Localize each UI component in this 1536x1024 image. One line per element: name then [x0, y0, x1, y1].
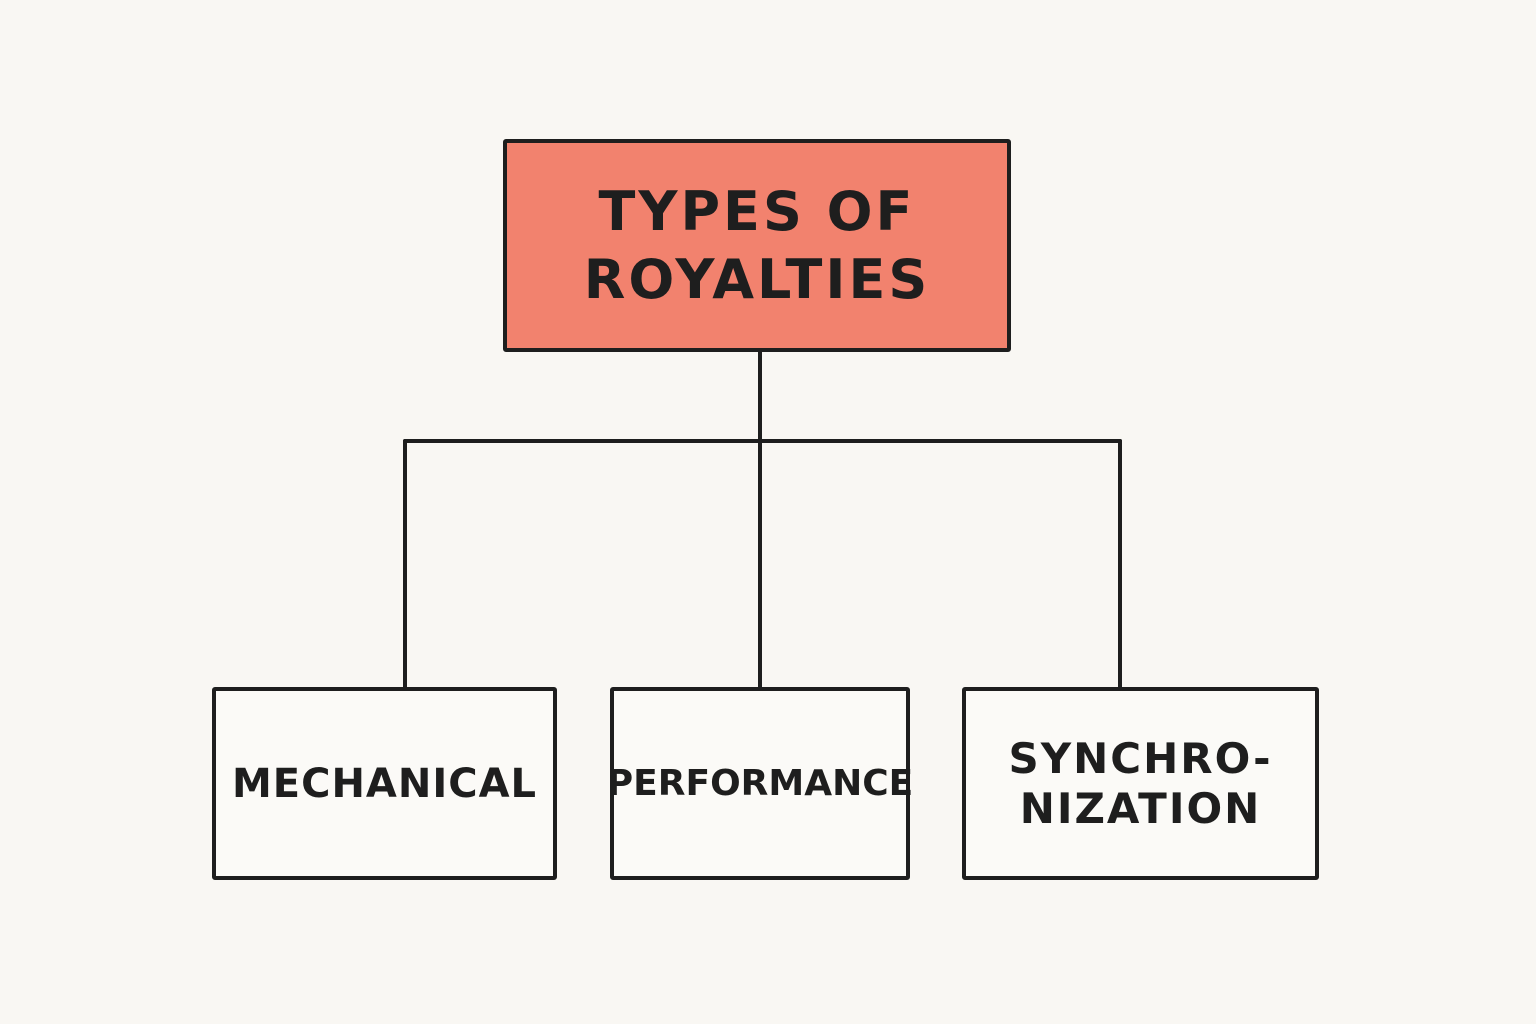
child-node-performance: PERFORMANCE [606, 687, 914, 880]
root-node-types-of-royalties: TYPES OF ROYALTIES [503, 139, 1011, 352]
child-node-mechanical: MECHANICAL [212, 687, 557, 880]
child-node-label: SYNCHRO- NIZATION [1008, 733, 1273, 833]
child-node-synchronization: SYNCHRO- NIZATION [962, 687, 1319, 880]
child-node-label: PERFORMANCE [606, 762, 914, 804]
child-node-label: MECHANICAL [231, 760, 538, 807]
root-node-label: TYPES OF ROYALTIES [583, 179, 931, 311]
